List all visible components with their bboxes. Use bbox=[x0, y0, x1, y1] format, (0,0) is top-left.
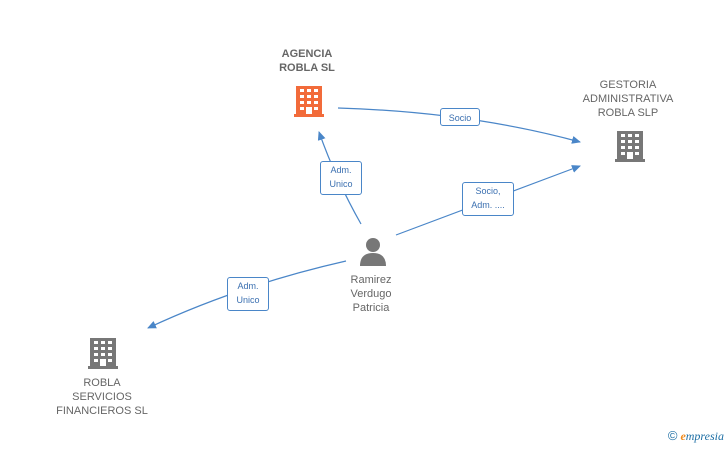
brand-logo: © empresia bbox=[668, 428, 724, 444]
copyright-symbol: © bbox=[667, 428, 678, 443]
node-label-gestoria[interactable]: GESTORIA ADMINISTRATIVA ROBLA SLP bbox=[582, 79, 674, 119]
building-icon[interactable] bbox=[294, 86, 324, 117]
building-icon[interactable] bbox=[88, 338, 118, 369]
building-icon[interactable] bbox=[615, 131, 645, 162]
brand-initial: e bbox=[680, 429, 686, 443]
edge-label-socio-adm: Socio, Adm. .... bbox=[462, 182, 514, 216]
node-label-person[interactable]: Ramirez Verdugo Patricia bbox=[350, 274, 392, 314]
person-icon[interactable] bbox=[360, 238, 386, 266]
node-label-agencia[interactable]: AGENCIA ROBLA SL bbox=[279, 48, 335, 74]
brand-name: mpresia bbox=[685, 429, 724, 443]
node-label-robla-servicios[interactable]: ROBLA SERVICIOS FINANCIEROS SL bbox=[56, 377, 148, 417]
edge-label-adm-unico: Adm. Unico bbox=[227, 277, 269, 311]
edge-label-socio: Socio bbox=[440, 108, 480, 126]
edge-label-adm-unico: Adm. Unico bbox=[320, 161, 362, 195]
